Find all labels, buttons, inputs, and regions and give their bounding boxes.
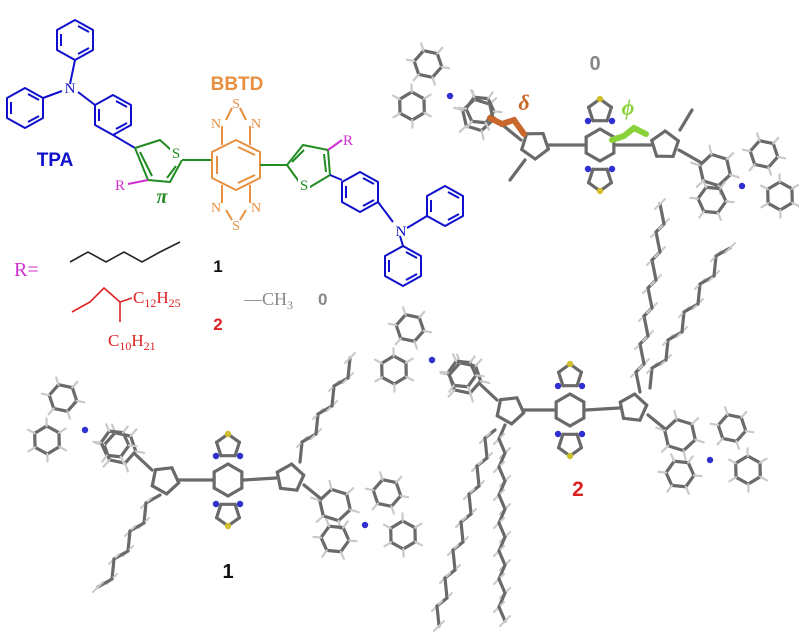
- bbtd-n-bottom-right: N: [251, 201, 261, 216]
- hexyl-chain: [69, 241, 181, 263]
- bbtd-label: BBTD: [211, 74, 264, 95]
- tpa-left-n-label: N: [65, 81, 76, 97]
- delta-label: δ: [518, 90, 529, 115]
- tpa-left-group: [6, 19, 136, 149]
- phi-label: ϕ: [622, 95, 635, 120]
- thiophene-left-s-label: S: [172, 146, 180, 162]
- model-0-label: 0: [589, 53, 600, 75]
- delta-bond-highlight: [487, 115, 527, 137]
- tpa-label: TPA: [37, 150, 74, 171]
- bbtd-n-top-left: N: [211, 117, 221, 132]
- 3d-models: [26, 42, 799, 632]
- thiophene-right-s-label: S: [300, 178, 308, 194]
- legend-number-1: 1: [213, 257, 222, 276]
- c12h25-label: C12H25: [133, 288, 181, 310]
- phi-bond-highlight: [609, 124, 649, 143]
- r-label-left: R: [115, 178, 125, 194]
- r-label-right: R: [343, 133, 353, 149]
- c10h21-label: C10H21: [108, 331, 156, 353]
- bbtd-s-bottom: S: [232, 219, 240, 234]
- model-2-label: 2: [572, 478, 584, 501]
- model-1-label: 1: [222, 561, 233, 583]
- torsion-highlights: δ ϕ: [487, 90, 649, 143]
- branched-chain: [71, 286, 121, 322]
- model-1-rendering: [26, 352, 424, 593]
- thiophene-left-ring: [134, 139, 213, 183]
- r-equals-label: R=: [14, 259, 39, 281]
- legend-number-2: 2: [213, 315, 222, 334]
- legend-number-0: 0: [318, 290, 327, 309]
- tpa-right-n-label: N: [396, 224, 407, 240]
- ch3-label: —CH3: [243, 289, 293, 312]
- tpa-right-group: [329, 171, 464, 287]
- thiophene-right-ring: [260, 144, 331, 191]
- bbtd-n-top-right: N: [251, 117, 261, 132]
- model-0-rendering: [391, 42, 799, 221]
- bbtd-s-top: S: [232, 97, 240, 112]
- pi-label: π: [157, 186, 169, 208]
- bbtd-core: [211, 107, 261, 221]
- structural-formula: N S R N N S: [6, 19, 464, 287]
- model-2-rendering: [373, 198, 769, 632]
- bbtd-n-bottom-left: N: [211, 201, 221, 216]
- substituent-legend: R= 1 C12H25 C10H21 2 —CH3 0: [14, 241, 327, 353]
